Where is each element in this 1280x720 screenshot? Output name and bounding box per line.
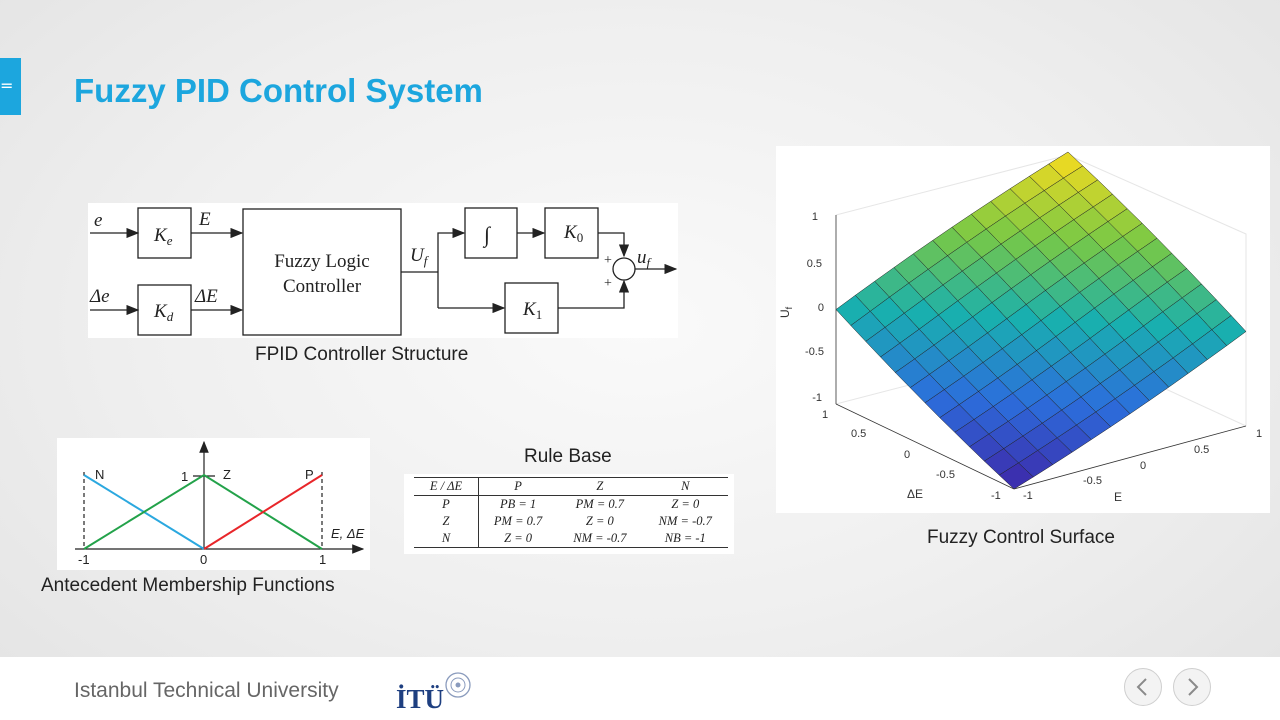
mf-p-line bbox=[203, 474, 323, 550]
itu-logo: İTÜ bbox=[396, 667, 474, 714]
y-axis-line bbox=[835, 403, 1015, 490]
ztick: -0.5 bbox=[805, 346, 824, 358]
surface-mesh bbox=[835, 151, 1247, 490]
rulebase-cell: PB = 1 bbox=[499, 497, 537, 511]
hamburger-icon: = bbox=[0, 76, 14, 95]
flc-line1: Fuzzy Logic bbox=[274, 251, 370, 272]
label-peak: 1 bbox=[181, 469, 188, 484]
label-k0: K0 bbox=[563, 222, 583, 245]
tick-0: 0 bbox=[200, 552, 207, 567]
plus-bottom: + bbox=[604, 276, 612, 291]
label-de: Δe bbox=[89, 286, 110, 307]
xtick: 1 bbox=[1256, 428, 1262, 440]
plus-top: + bbox=[604, 253, 612, 268]
ztick: -1 bbox=[812, 392, 822, 404]
rulebase-cell: NM = -0.7 bbox=[658, 514, 712, 528]
x-axis-label: E bbox=[1114, 490, 1122, 504]
membership-functions-plot: N Z P 1 -1 0 1 E, ΔE bbox=[57, 438, 370, 570]
label-Uf: Uf bbox=[410, 245, 430, 268]
ytick: 0.5 bbox=[851, 428, 866, 440]
fuzzy-logic-controller-block bbox=[242, 208, 402, 336]
rulebase-cell: PM = 0.7 bbox=[575, 497, 625, 511]
y-axis-label: ΔE bbox=[907, 487, 923, 501]
z-axis-label: Uf bbox=[778, 306, 794, 318]
controller-structure-diagram: e Δe Ke Kd E ΔE Uf ∫ K0 K1 uf + + Fuzzy … bbox=[88, 203, 678, 338]
rulebase-row-label: N bbox=[414, 530, 479, 548]
rulebase-table: E / ΔE P Z N P PB = 1 PM = 0.7 Z = 0 Z P… bbox=[414, 477, 728, 548]
next-slide-button[interactable] bbox=[1173, 668, 1211, 706]
university-name: Istanbul Technical University bbox=[74, 679, 339, 702]
label-P: P bbox=[305, 467, 314, 482]
x-axis-line bbox=[1013, 425, 1247, 490]
label-dE: ΔE bbox=[194, 286, 218, 307]
rulebase-header-cell: P bbox=[514, 479, 522, 493]
ytick: -1 bbox=[991, 490, 1001, 502]
control-surface-plot: 1 0.5 0 -0.5 -1 Uf 1 0.5 0 -0.5 -1 ΔE -1… bbox=[776, 146, 1270, 513]
rulebase-panel: E / ΔE P Z N P PB = 1 PM = 0.7 Z = 0 Z P… bbox=[404, 474, 734, 554]
rulebase-header-cell: Z bbox=[596, 479, 604, 493]
rulebase-header-cell: E / ΔE bbox=[414, 477, 479, 496]
ytick: 1 bbox=[822, 409, 828, 421]
rulebase-cell: NB = -1 bbox=[664, 531, 706, 545]
membership-caption: Antecedent Membership Functions bbox=[41, 575, 335, 596]
label-E: E bbox=[198, 209, 211, 230]
chevron-left-icon bbox=[1136, 678, 1147, 696]
xtick: 0.5 bbox=[1194, 444, 1209, 456]
flc-line2: Controller bbox=[283, 276, 362, 297]
rulebase-cell: Z = 0 bbox=[671, 497, 700, 511]
label-integral: ∫ bbox=[482, 222, 492, 248]
membership-svg: N Z P 1 -1 0 1 E, ΔE bbox=[75, 440, 365, 567]
rulebase-cell: Z = 0 bbox=[585, 514, 614, 528]
structure-svg: e Δe Ke Kd E ΔE Uf ∫ K0 K1 uf + + Fuzzy … bbox=[89, 207, 678, 336]
tick-neg1: -1 bbox=[78, 552, 90, 567]
rulebase-cell: NM = -0.7 bbox=[573, 531, 627, 545]
rulebase-row-label: P bbox=[414, 495, 479, 513]
surface-caption: Fuzzy Control Surface bbox=[927, 527, 1115, 548]
structure-caption: FPID Controller Structure bbox=[255, 344, 469, 365]
ztick: 0 bbox=[818, 302, 824, 314]
label-kd: Kd bbox=[153, 301, 174, 324]
rulebase-row-label: Z bbox=[414, 513, 479, 530]
tick-1: 1 bbox=[319, 552, 326, 567]
back-walls bbox=[835, 154, 1247, 426]
prev-slide-button[interactable] bbox=[1124, 668, 1162, 706]
label-e: e bbox=[94, 210, 102, 231]
surface-svg: 1 0.5 0 -0.5 -1 Uf 1 0.5 0 -0.5 -1 ΔE -1… bbox=[778, 151, 1262, 504]
label-ke: Ke bbox=[153, 225, 173, 248]
ytick: 0 bbox=[904, 449, 910, 461]
rulebase-header-cell: N bbox=[681, 479, 690, 493]
axis-label: E, ΔE bbox=[331, 526, 365, 541]
label-N: N bbox=[95, 467, 104, 482]
xtick: -1 bbox=[1023, 490, 1033, 502]
footer-bar bbox=[0, 657, 1280, 720]
label-k1: K1 bbox=[522, 299, 542, 322]
rulebase-cell: PM = 0.7 bbox=[493, 514, 543, 528]
rulebase-cell: Z = 0 bbox=[504, 531, 533, 545]
integrator-block bbox=[464, 207, 518, 259]
ytick: -0.5 bbox=[936, 469, 955, 481]
xtick: 0 bbox=[1140, 460, 1146, 472]
rulebase-caption: Rule Base bbox=[524, 446, 612, 467]
chevron-right-icon bbox=[1188, 678, 1199, 696]
logo-seal-icon bbox=[445, 672, 471, 698]
label-uf-out: uf bbox=[637, 247, 653, 270]
ztick: 0.5 bbox=[807, 258, 822, 270]
logo-text: İTÜ bbox=[396, 684, 444, 713]
label-Z: Z bbox=[223, 467, 231, 482]
slide-title: Fuzzy PID Control System bbox=[74, 72, 483, 109]
summing-junction bbox=[612, 257, 636, 281]
ztick: 1 bbox=[812, 211, 818, 223]
menu-tab[interactable]: = bbox=[0, 58, 21, 115]
surface-face bbox=[998, 462, 1034, 490]
xtick: -0.5 bbox=[1083, 475, 1102, 487]
mf-z-line bbox=[83, 473, 323, 550]
